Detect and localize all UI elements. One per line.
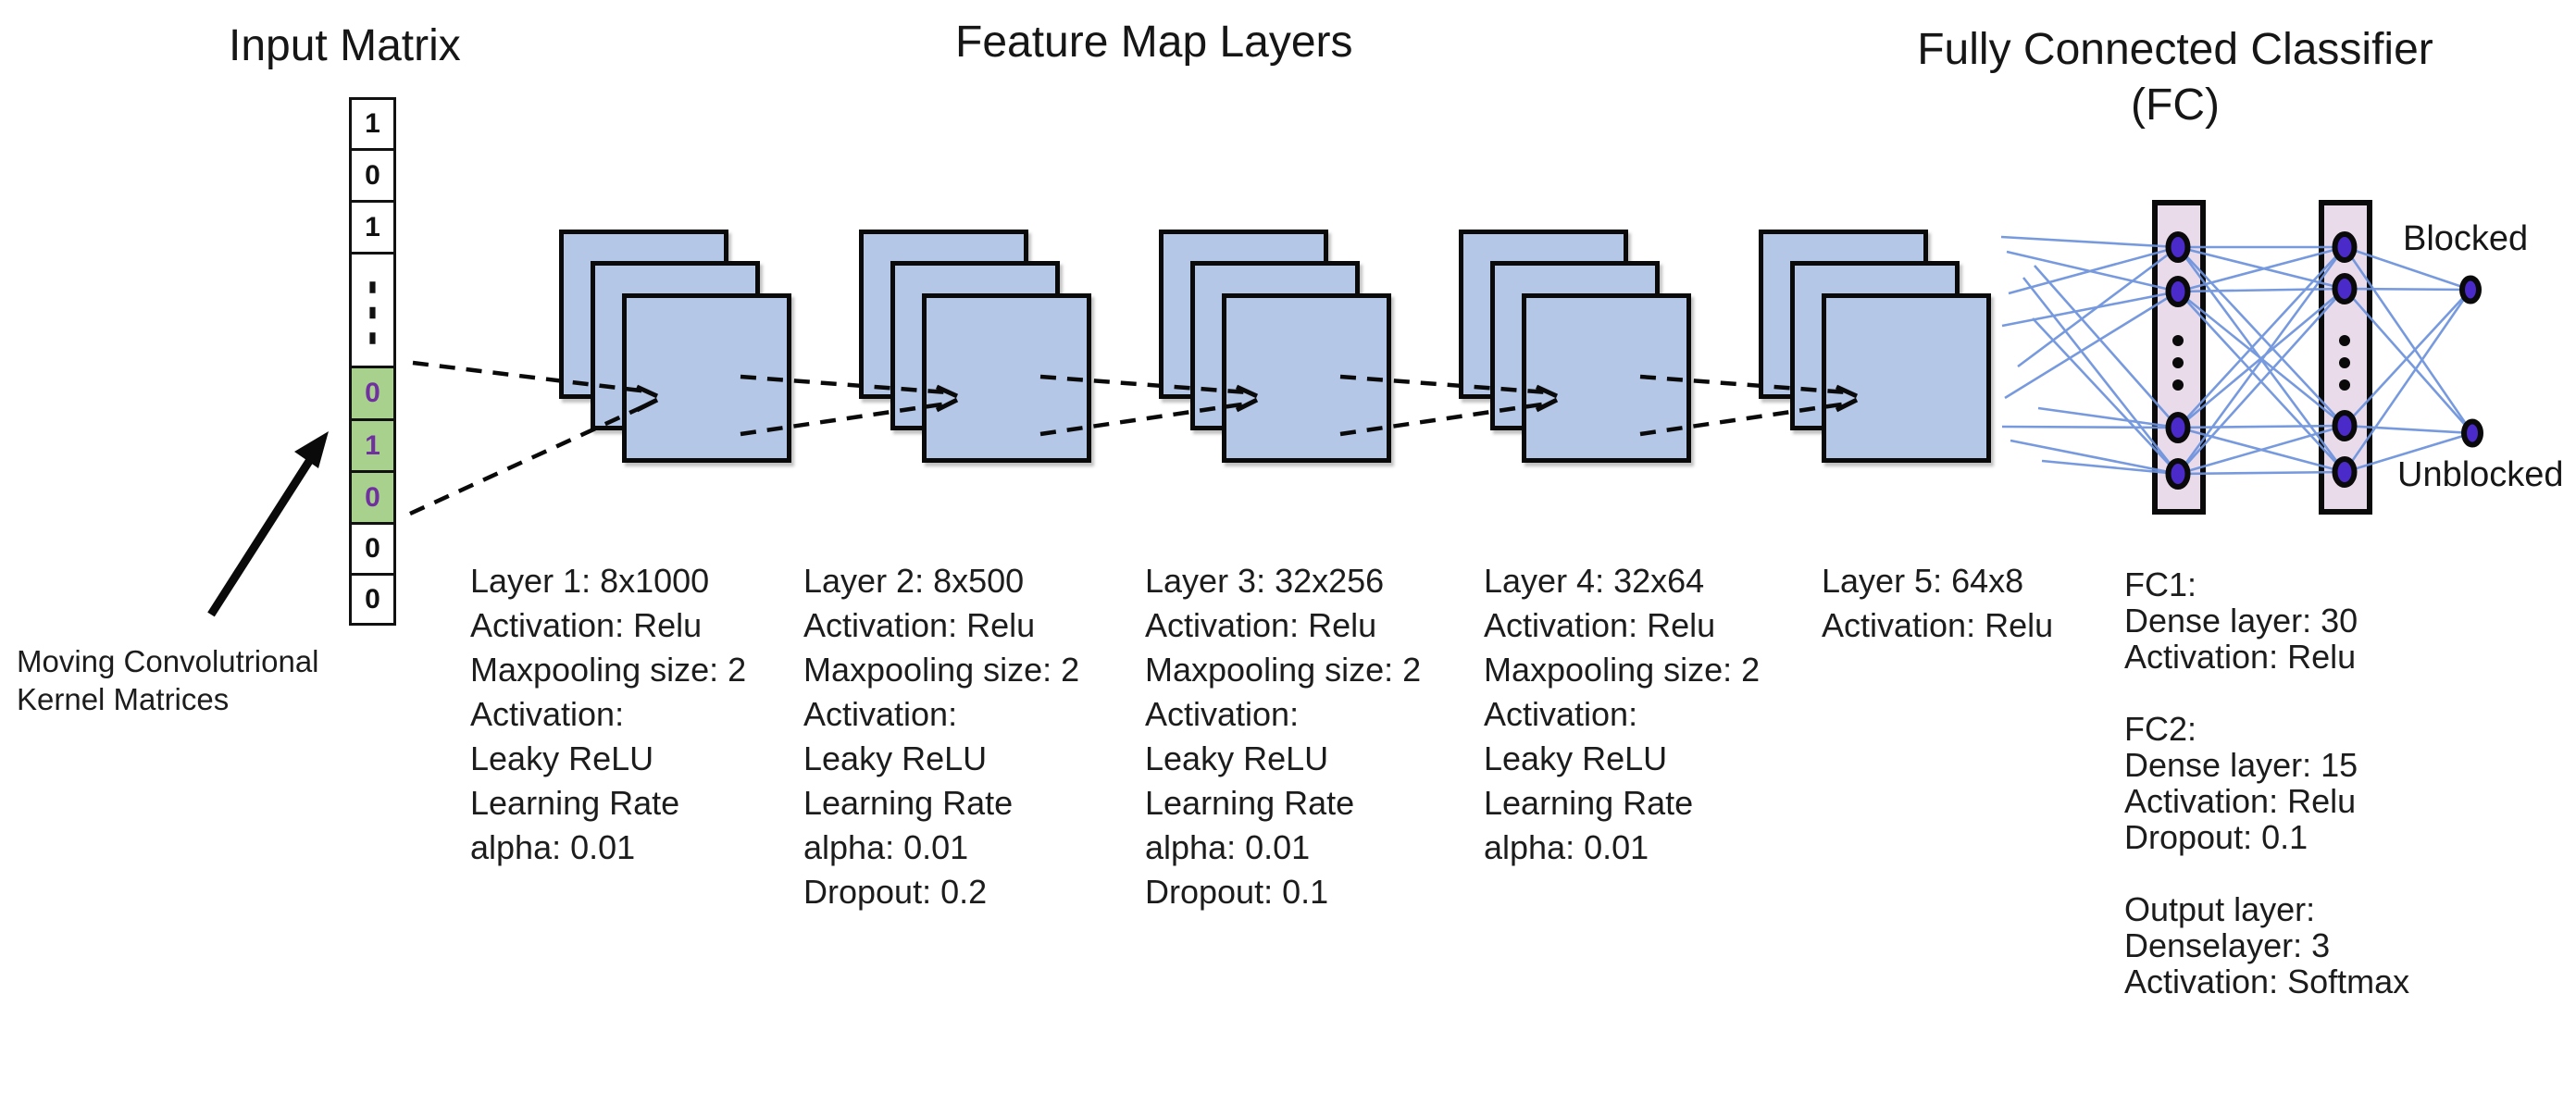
matrix-cell: 0 [349, 573, 396, 626]
feature-map-front [922, 293, 1091, 463]
fc-title-line2: (FC) [2131, 81, 2220, 130]
feature-map-front [622, 293, 791, 463]
kernel-annotation: Moving Convolutrional Kernel Matrices [17, 642, 319, 718]
feature-map-front [1822, 293, 1991, 463]
layer-1-description: Layer 1: 8x1000 Activation: Relu Maxpool… [470, 562, 747, 866]
layer-5-description: Layer 5: 64x8 Activation: Relu [1822, 562, 2054, 644]
matrix-cell: 1 [349, 200, 396, 255]
fc-title-line1: Fully Connected Classifier [1917, 25, 2433, 74]
kernel-annotation-line1: Moving Convolutrional [17, 644, 319, 678]
unblocked-label: Unblocked [2397, 455, 2564, 494]
matrix-cell: 0 [349, 148, 396, 203]
matrix-cell-kernel: 0 [349, 366, 396, 421]
matrix-cell-kernel: 1 [349, 418, 396, 473]
output-node-unblocked [2461, 418, 2483, 448]
fc-hidden-layer-2 [2319, 200, 2372, 515]
feature-map-front [1222, 293, 1391, 463]
layer-2-description: Layer 2: 8x500 Activation: Relu Maxpooli… [803, 562, 1080, 911]
layer-3-description: Layer 3: 32x256 Activation: Relu Maxpool… [1145, 562, 1422, 911]
feature-map-front [1522, 293, 1691, 463]
fc-description: FC1: Dense layer: 30 Activation: Relu FC… [2124, 565, 2410, 1000]
kernel-arrow [207, 431, 329, 617]
matrix-cell: 0 [349, 522, 396, 576]
output-node-blocked [2459, 275, 2482, 304]
feature-map-layers-title: Feature Map Layers [955, 18, 1353, 67]
layer-4-description: Layer 4: 32x64 Activation: Relu Maxpooli… [1484, 562, 1761, 866]
fc-classifier-title: Fully Connected Classifier (FC) [1888, 22, 2462, 133]
matrix-ellipsis-cell: ⋮ [349, 252, 396, 368]
matrix-cell-kernel: 0 [349, 470, 396, 525]
input-matrix-title: Input Matrix [229, 21, 461, 70]
blocked-label: Blocked [2403, 219, 2529, 258]
matrix-cell: 1 [349, 97, 396, 151]
kernel-annotation-line2: Kernel Matrices [17, 682, 230, 716]
vertical-ellipsis-icon: ⋮ [351, 267, 394, 353]
fc-hidden-layer-1 [2152, 200, 2206, 515]
fc-connection-lines [2000, 235, 2474, 476]
